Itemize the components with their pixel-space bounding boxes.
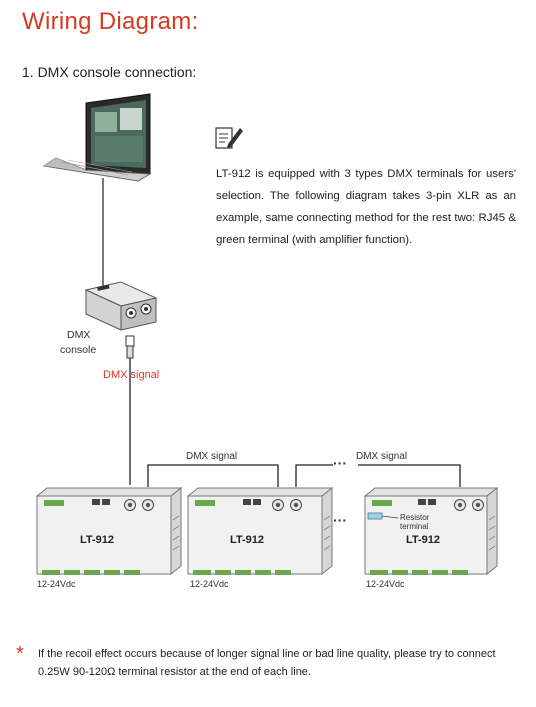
note-pencil-icon (215, 127, 243, 149)
xlr-plug-icon (125, 335, 135, 359)
lt912-device-2 (186, 486, 334, 576)
device-1-name: LT-912 (80, 534, 115, 546)
asterisk-icon: * (16, 643, 24, 665)
lt912-device-3 (363, 486, 499, 576)
device-1-voltage: 12-24Vdc (37, 579, 76, 589)
page-title: Wiring Diagram: (22, 8, 199, 35)
dmx-signal-main-label: DMX signal (103, 369, 160, 381)
device-3-voltage: 12-24Vdc (366, 579, 405, 589)
console-label-line1: DMX (67, 329, 91, 341)
lt912-device-1 (35, 486, 183, 576)
dmx-link-cable-2a (295, 464, 333, 487)
ellipsis-mid: ··· (333, 512, 347, 528)
console-label-line2: console (60, 344, 97, 356)
dmx-signal-link2-label: DMX signal (356, 451, 408, 462)
resistor-label-line1: Resistor (400, 513, 430, 522)
resistor-terminal-icon (367, 512, 383, 520)
device-3-name: LT-912 (406, 534, 441, 546)
laptop-icon (42, 93, 152, 182)
device-2-voltage: 12-24Vdc (190, 579, 229, 589)
device-2-name: LT-912 (230, 534, 265, 546)
section-heading: 1. DMX console connection: (22, 64, 197, 80)
info-text: LT-912 is equipped with 3 types DMX term… (216, 168, 516, 246)
footnote-text: If the recoil effect occurs because of l… (38, 648, 496, 678)
dmx-link-cable-1 (147, 464, 279, 487)
dmx-console-icon (84, 281, 158, 331)
dmx-signal-link1-label: DMX signal (186, 451, 238, 462)
ellipsis-top: ··· (333, 455, 347, 471)
dmx-link-cable-2b (358, 464, 461, 487)
resistor-label-line2: terminal (400, 522, 429, 531)
